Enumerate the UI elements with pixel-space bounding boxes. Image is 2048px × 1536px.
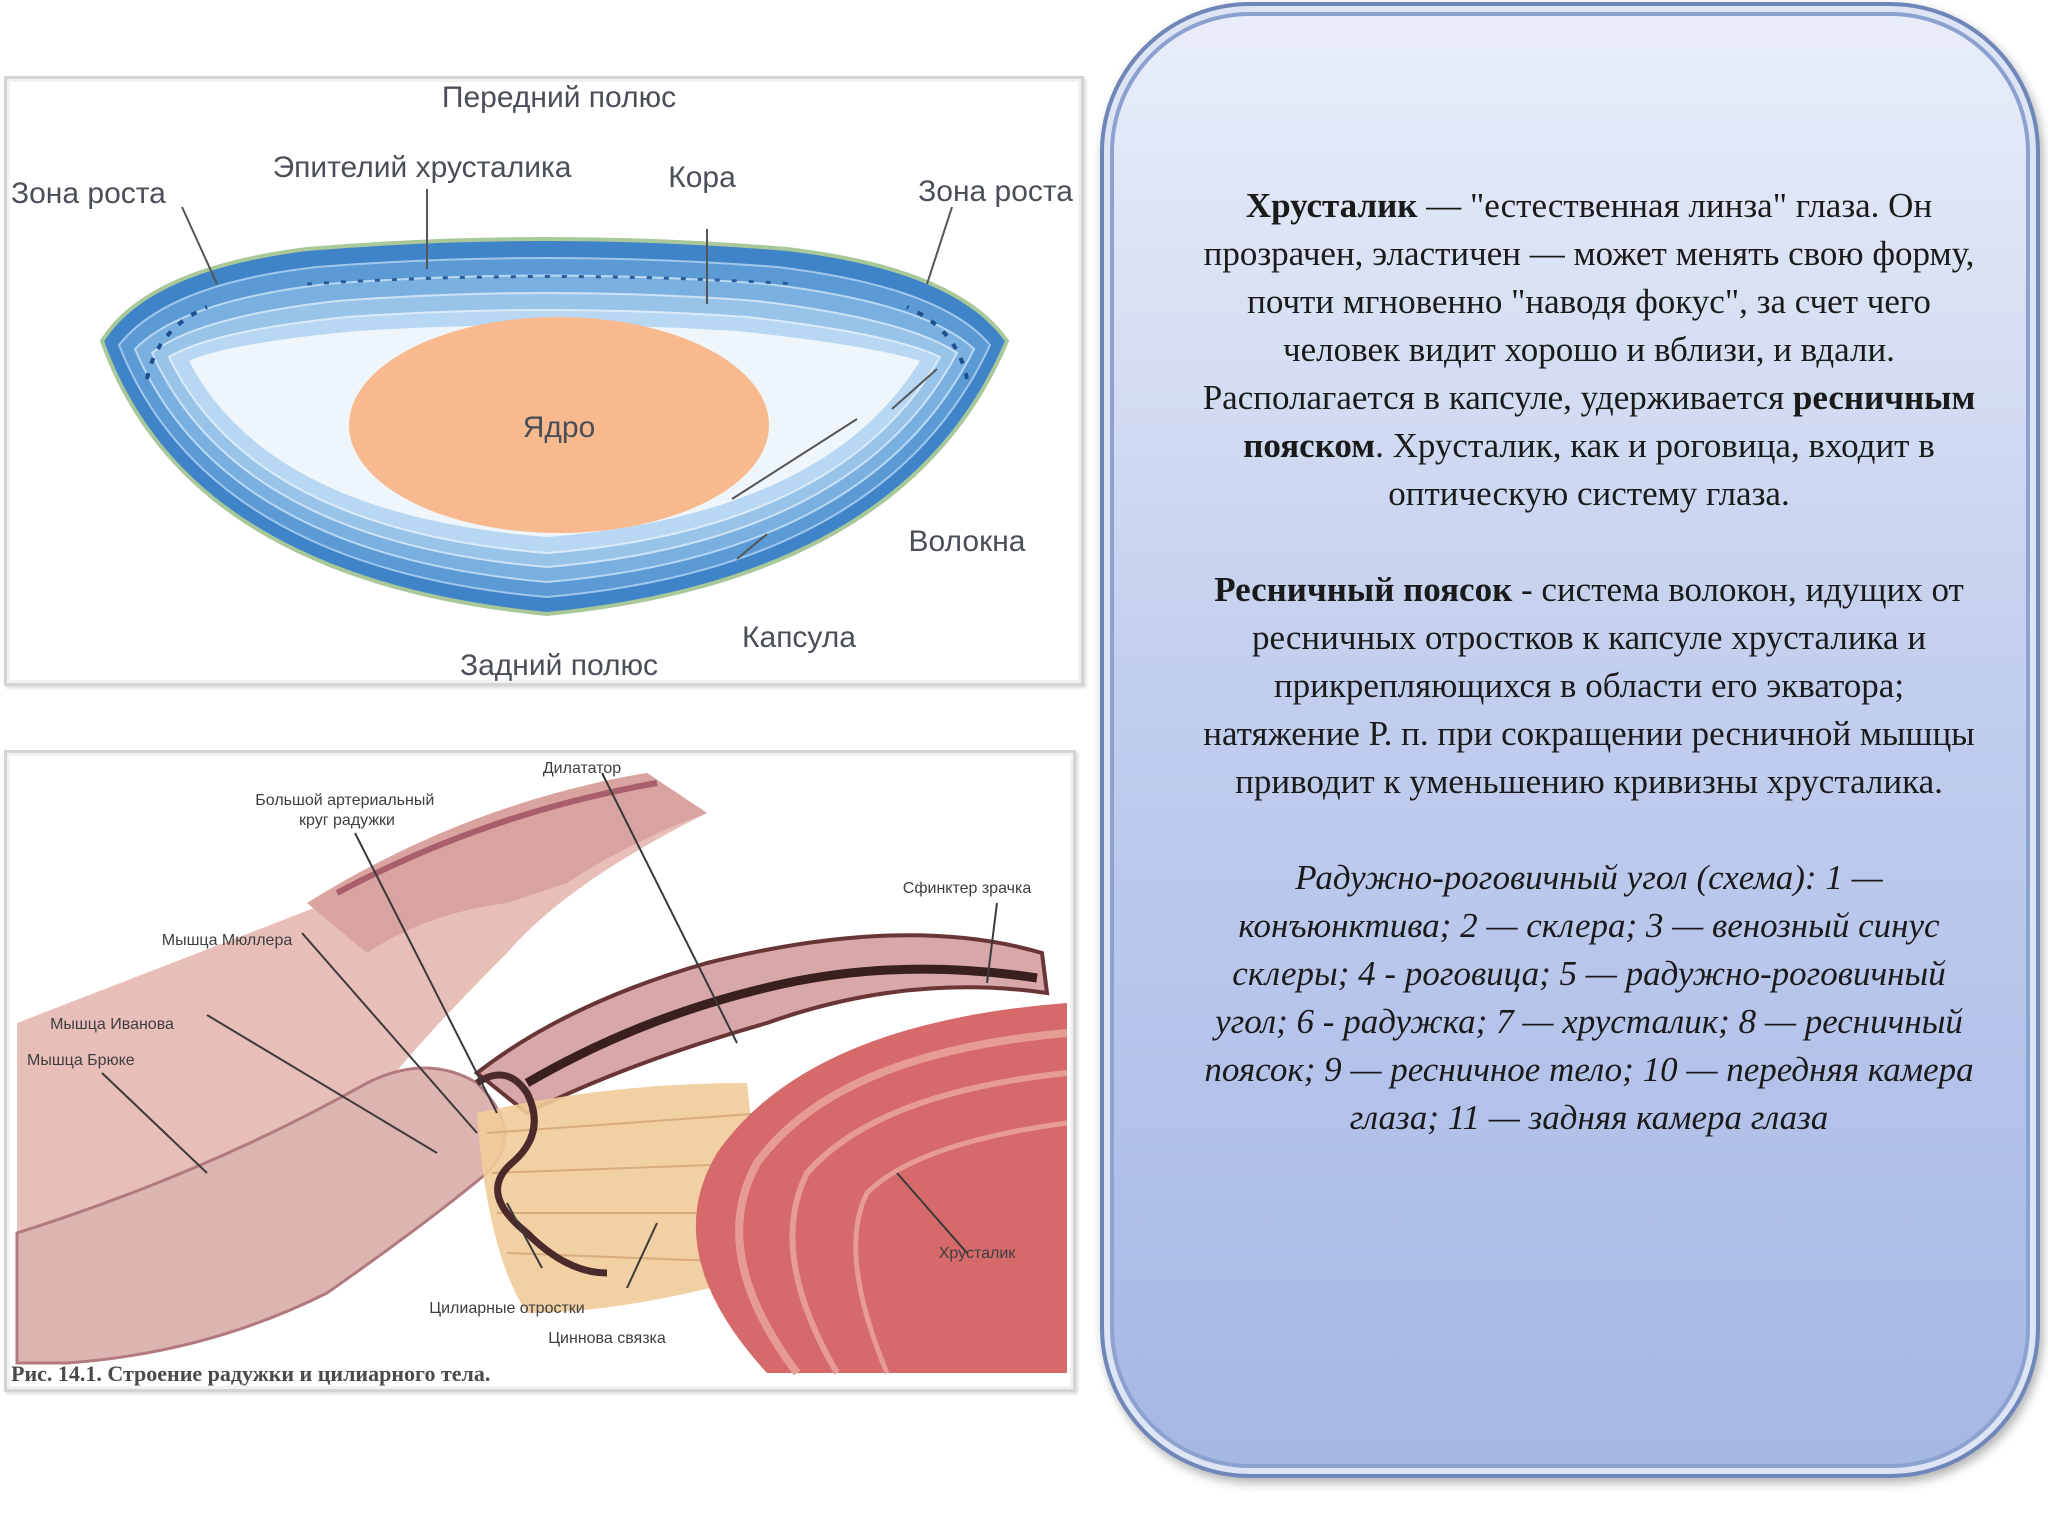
label-arterial-circle-line2: круг радужки (299, 812, 395, 829)
lens-definition-text-1: — "естественная линза" глаза. Он прозрач… (1202, 186, 1975, 417)
lens-nucleus (349, 317, 769, 533)
label-lens: Хрусталик (939, 1245, 1017, 1262)
lens-definition-paragraph: Хрусталик — "естественная линза" глаза. … (1199, 182, 1979, 518)
label-capsule: Капсула (742, 621, 856, 654)
lens-definition-text-2: . Хрусталик, как и роговица, входит в оп… (1375, 426, 1935, 513)
label-epithelium: Эпителий хрусталика (273, 151, 572, 184)
label-posterior-pole: Задний полюс (460, 649, 658, 682)
label-zinn-ligament: Циннова связка (548, 1330, 666, 1347)
angle-legend-paragraph: Радужно-роговичный угол (схема): 1 — кон… (1204, 858, 1974, 1137)
zonule-term-inline: ресничным пояском (1243, 378, 1976, 465)
figure-caption: Рис. 14.1. Строение радужки и цилиарного… (11, 1361, 490, 1386)
label-cortex: Кора (668, 161, 736, 194)
iris-diagram-svg: Дилататор Большой артериальный круг раду… (11, 760, 1068, 1386)
lens-structure-diagram: Передний полюс Эпителий хрусталика Кора … (4, 76, 1084, 686)
label-anterior-pole: Передний полюс (442, 81, 676, 114)
zonule-definition-text: - система волокон, идущих от ресничных о… (1203, 570, 1975, 801)
label-arterial-circle-text: Большой артериальный (255, 792, 434, 809)
iris-ciliary-diagram: Дилататор Большой артериальный круг раду… (4, 750, 1076, 1392)
paragraph-gap (1199, 518, 1979, 566)
lens-diagram-svg: Передний полюс Эпителий хрусталика Кора … (11, 81, 1073, 682)
iris (473, 933, 1050, 1116)
label-ciliary-processes: Цилиарные отростки (429, 1300, 584, 1317)
label-muller-muscle: Мышца Мюллера (162, 932, 293, 949)
zonule-term: Ресничный поясок (1214, 570, 1513, 609)
label-fibers: Волокна (909, 525, 1026, 558)
description-panel: Хрусталик — "естественная линза" глаза. … (1100, 2, 2040, 1478)
label-growth-zone-right: Зона роста (918, 175, 1073, 208)
iris-lens (695, 1003, 1067, 1373)
label-arterial-circle: Большой артериальный круг радужки (255, 792, 438, 829)
label-ivanov-muscle: Мышца Иванова (50, 1016, 174, 1033)
label-brucke-muscle: Мышца Брюке (27, 1052, 135, 1069)
label-growth-zone-left: Зона роста (11, 177, 166, 210)
lens-term: Хрусталик (1245, 186, 1418, 225)
label-sphincter: Сфинктер зрачка (903, 880, 1032, 897)
description-text: Хрусталик — "естественная линза" глаза. … (1199, 182, 1979, 1142)
label-dilator: Дилататор (543, 760, 621, 777)
label-nucleus: Ядро (523, 411, 596, 444)
zonule-definition-paragraph: Ресничный поясок - система волокон, идущ… (1199, 566, 1979, 806)
paragraph-gap (1199, 806, 1979, 854)
